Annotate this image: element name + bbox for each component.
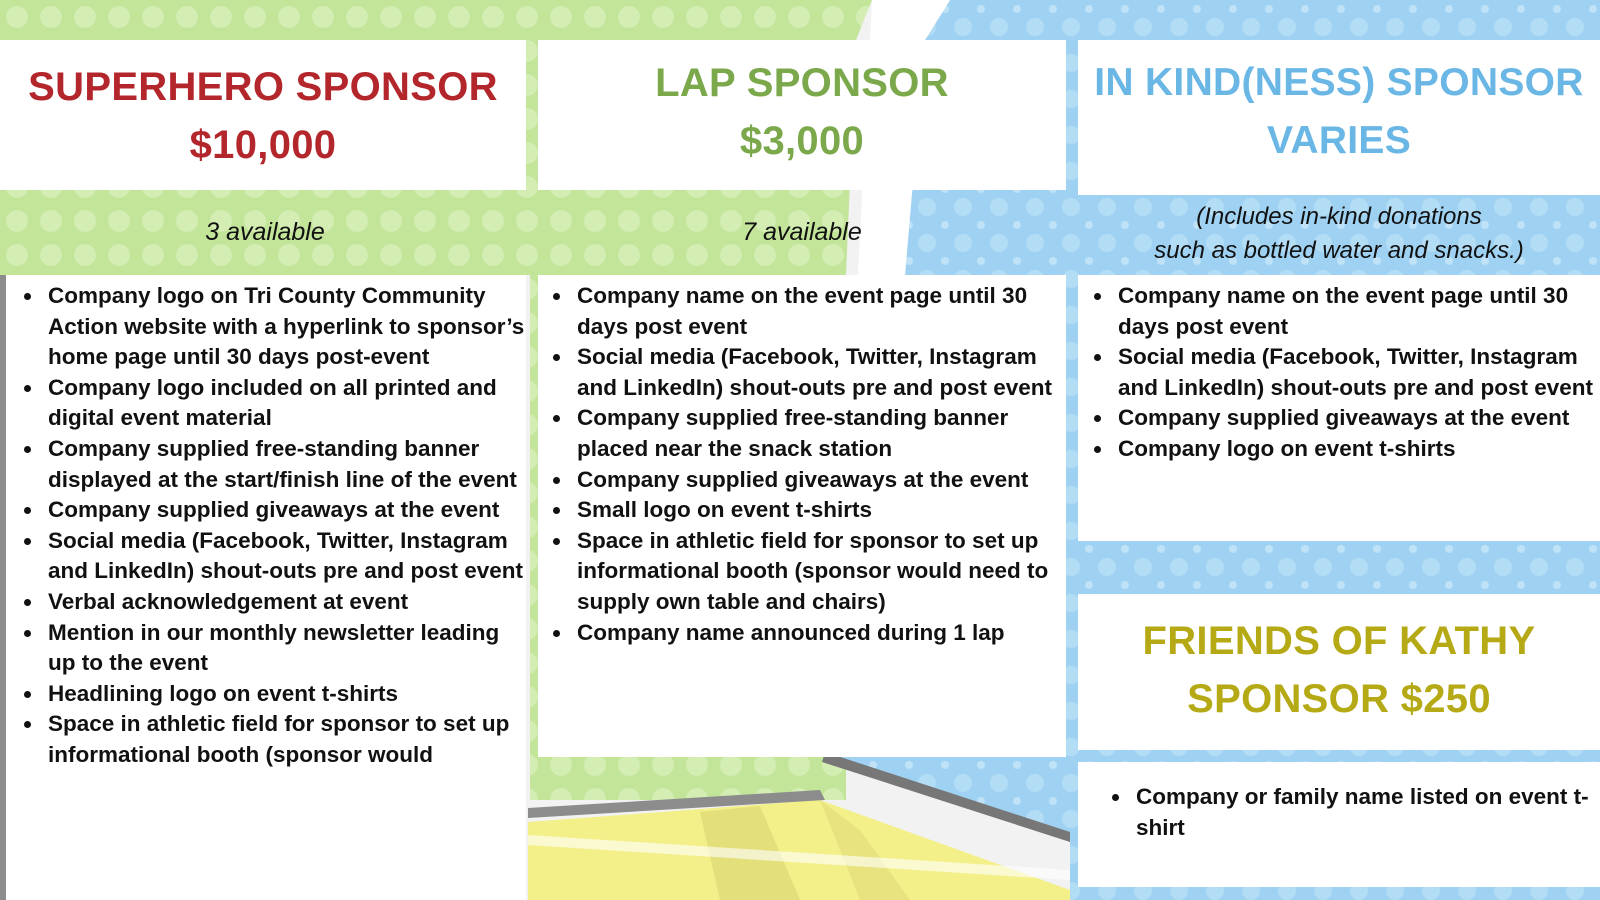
- lap-title: LAP SPONSOR $3,000: [538, 54, 1066, 170]
- superhero-benefit-item: Verbal acknowledgement at event: [24, 587, 526, 618]
- inkind-benefits-list: Company name on the event page until 30 …: [1078, 281, 1600, 465]
- friends-name-line2: SPONSOR $250: [1187, 677, 1491, 721]
- superhero-header-panel: SUPERHERO SPONSOR $10,000: [0, 40, 526, 190]
- superhero-benefit-item: Company supplied free-standing banner di…: [24, 434, 526, 495]
- inkind-note-line2: such as bottled water and snacks.): [1154, 237, 1524, 264]
- friends-header-panel: FRIENDS OF KATHY SPONSOR $250: [1078, 594, 1600, 750]
- lap-benefit-item: Company supplied giveaways at the event: [553, 465, 1066, 496]
- superhero-benefit-item: Space in athletic field for sponsor to s…: [24, 709, 526, 770]
- inkind-header-panel: IN KIND(NESS) SPONSOR VARIES: [1078, 40, 1600, 195]
- superhero-benefits-list: Company logo on Tri County Community Act…: [6, 281, 526, 771]
- superhero-price: $10,000: [189, 123, 337, 167]
- superhero-benefit-item: Company logo on Tri County Community Act…: [24, 281, 526, 373]
- yellow-top-divider: [528, 790, 825, 818]
- lap-benefit-item: Company name on the event page until 30 …: [553, 281, 1066, 342]
- superhero-availability: 3 available: [205, 218, 325, 246]
- lap-benefit-item: Space in athletic field for sponsor to s…: [553, 526, 1066, 618]
- yellow-burst-ray: [820, 800, 910, 900]
- inkind-benefit-item: Company name on the event page until 30 …: [1094, 281, 1600, 342]
- inkind-benefit-item: Social media (Facebook, Twitter, Instagr…: [1094, 342, 1600, 403]
- inkind-benefit-item: Company logo on event t-shirts: [1094, 434, 1600, 465]
- inkind-note-line1: (Includes in-kind donations: [1196, 203, 1482, 230]
- friends-benefits-list: Company or family name listed on event t…: [1078, 782, 1600, 843]
- lap-availability: 7 available: [742, 218, 862, 246]
- lap-benefit-item: Social media (Facebook, Twitter, Instagr…: [553, 342, 1066, 403]
- superhero-benefit-item: Company logo included on all printed and…: [24, 373, 526, 434]
- lap-name: LAP SPONSOR: [655, 61, 949, 105]
- white-streak: [528, 835, 1070, 880]
- friends-benefits-panel: Company or family name listed on event t…: [1078, 762, 1600, 887]
- gutter-shadow: [822, 752, 1070, 842]
- inkind-benefits-panel: Company name on the event page until 30 …: [1078, 275, 1600, 541]
- lap-header-panel: LAP SPONSOR $3,000: [538, 40, 1066, 190]
- lap-benefit-item: Small logo on event t-shirts: [553, 495, 1066, 526]
- friends-name-line1: FRIENDS OF KATHY: [1142, 619, 1536, 663]
- friends-benefit-item: Company or family name listed on event t…: [1112, 782, 1600, 843]
- yellow-burst-panel: [528, 800, 1070, 900]
- left-edge-divider: [0, 275, 6, 900]
- superhero-title: SUPERHERO SPONSOR $10,000: [0, 58, 526, 174]
- inkind-note: (Includes in-kind donations such as bott…: [1078, 200, 1600, 268]
- superhero-name: SUPERHERO SPONSOR: [28, 65, 498, 109]
- inkind-name: IN KIND(NESS) SPONSOR: [1094, 61, 1584, 104]
- lap-benefits-panel: Company name on the event page until 30 …: [538, 275, 1066, 757]
- lap-benefit-item: Company supplied free-standing banner pl…: [553, 403, 1066, 464]
- superhero-benefit-item: Mention in our monthly newsletter leadin…: [24, 618, 526, 679]
- superhero-benefits-panel: Company logo on Tri County Community Act…: [6, 275, 526, 900]
- lap-benefits-list: Company name on the event page until 30 …: [538, 281, 1066, 648]
- superhero-benefit-item: Company supplied giveaways at the event: [24, 495, 526, 526]
- friends-title: FRIENDS OF KATHY SPONSOR $250: [1078, 612, 1600, 728]
- inkind-title: IN KIND(NESS) SPONSOR VARIES: [1078, 54, 1600, 170]
- superhero-benefit-item: Social media (Facebook, Twitter, Instagr…: [24, 526, 526, 587]
- lap-benefit-item: Company name announced during 1 lap: [553, 618, 1066, 649]
- lap-price: $3,000: [739, 119, 865, 163]
- inkind-benefit-item: Company supplied giveaways at the event: [1094, 403, 1600, 434]
- inkind-price: VARIES: [1266, 119, 1412, 162]
- superhero-benefit-item: Headlining logo on event t-shirts: [24, 679, 526, 710]
